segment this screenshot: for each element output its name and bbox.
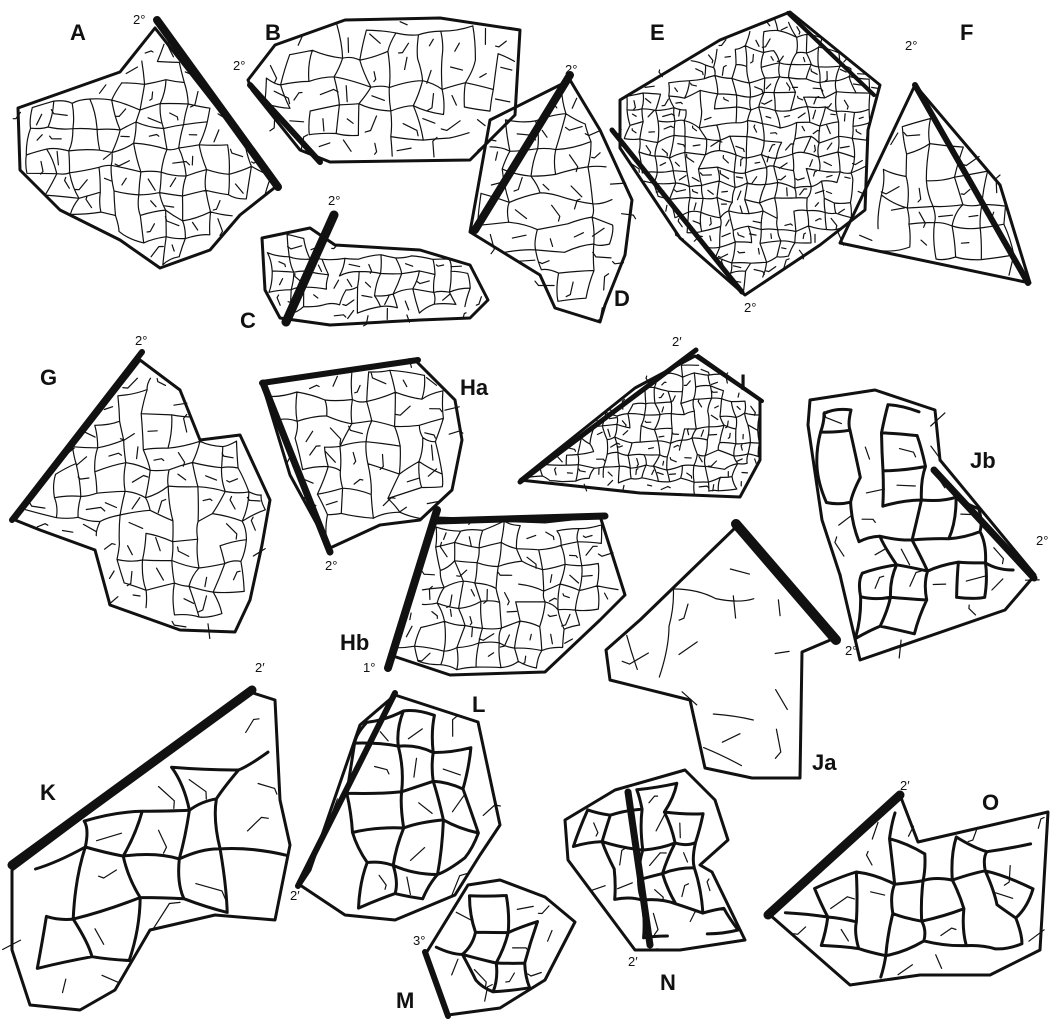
areole-network [622, 569, 789, 766]
panel-label: Hb [340, 630, 369, 655]
panel-e: E 2° [612, 12, 880, 315]
panel-label: E [650, 20, 665, 45]
panel-ja: Ja2° [606, 524, 857, 778]
panel-label: Ha [460, 375, 489, 400]
region-outline [620, 12, 880, 295]
tertiary-veins [785, 813, 1033, 977]
major-vein [425, 952, 448, 1016]
major-vein [768, 795, 900, 915]
panel-label: N [660, 970, 676, 995]
panel-jb: Jb 2° [808, 390, 1048, 660]
vein-order-label: 2′ [672, 334, 682, 349]
tertiary-veins [26, 378, 266, 617]
panel-label: F [960, 20, 973, 45]
panel-label: A [70, 20, 86, 45]
region-outline [425, 880, 575, 1015]
tertiary-veins [271, 370, 444, 538]
major-vein [628, 792, 650, 945]
panel-a: A 2° [13, 12, 278, 268]
vein-order-label: 2′ [290, 888, 300, 903]
freely-ending-veinlets [29, 378, 265, 638]
vein-order-label: 2′ [628, 954, 638, 969]
panel-i: I 2′ [520, 334, 762, 497]
vein-order-label: 2° [328, 193, 340, 208]
vein-order-label: 2° [744, 300, 756, 315]
panel-label: Ja [812, 750, 837, 775]
major-vein [520, 350, 696, 482]
panel-label: C [240, 308, 256, 333]
panel-k: K 2′ [3, 660, 290, 1010]
areole-network [13, 41, 271, 265]
panel-m: M 3° [396, 880, 575, 1016]
panel-label: Jb [970, 448, 996, 473]
region-outline [606, 528, 835, 778]
panel-label: K [40, 780, 56, 805]
areole-network [3, 719, 287, 993]
panel-g: G 2° [12, 333, 270, 639]
panel-n: N 2′ [565, 770, 745, 995]
region-outline [770, 795, 1048, 985]
panel-label: G [40, 365, 57, 390]
vein-order-label: 2′ [900, 778, 910, 793]
tertiary-veins [265, 24, 515, 156]
major-vein [736, 524, 836, 640]
major-vein [915, 85, 1028, 283]
panel-label: I [740, 370, 746, 395]
panel-b: B 2° [233, 18, 520, 162]
panel-label: D [614, 286, 630, 311]
vein-order-label: 2° [133, 12, 145, 27]
major-vein [298, 693, 395, 886]
areole-network [332, 711, 501, 909]
vein-order-label: 1° [363, 660, 375, 675]
major-vein [437, 516, 605, 521]
areole-network [389, 518, 618, 670]
vein-order-label: 2° [905, 38, 917, 53]
panel-hb: Hb 1° [340, 510, 625, 675]
areole-network [615, 19, 880, 290]
areole-network [573, 783, 738, 950]
region-outline [248, 18, 520, 162]
panel-label: O [982, 790, 999, 815]
major-vein [262, 360, 418, 383]
vein-order-label: 2′ [255, 660, 265, 675]
panel-label: M [396, 988, 414, 1013]
region-outline [12, 692, 290, 1010]
panel-label: B [265, 20, 281, 45]
vein-order-label: 2° [325, 558, 337, 573]
vein-order-label: 2° [1036, 533, 1048, 548]
tertiary-veins [624, 19, 870, 290]
freely-ending-veinlets [622, 569, 789, 758]
panel-label: L [472, 692, 485, 717]
panel-d: D 2° [470, 62, 636, 322]
vein-order-label: 3° [413, 933, 425, 948]
tertiary-veins [36, 752, 287, 968]
panel-o: O 2′ [768, 778, 1048, 985]
areole-network [265, 22, 515, 157]
panel-c: C 2° [240, 193, 488, 333]
vein-order-label: 2° [565, 62, 577, 77]
areole-network [26, 378, 266, 638]
vein-order-label: 2° [135, 333, 147, 348]
major-vein [698, 356, 762, 401]
vein-order-label: 2° [233, 58, 245, 73]
major-vein [788, 13, 874, 95]
tertiary-veins [573, 783, 738, 938]
